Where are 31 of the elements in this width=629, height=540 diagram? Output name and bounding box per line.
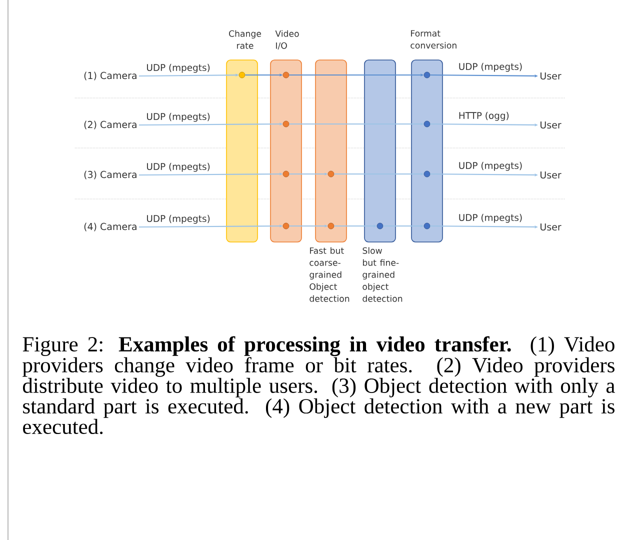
- destination-label: User: [540, 171, 562, 179]
- caption: Figure 2: Examples of processing in video transfer. (1) Video providers change video frame or bit rates. (2) Video providers distribute video to multiple users. (3) Object detection with only a standard part is executed. (4) Object detection with a new part is executed.: [22, 336, 615, 434]
- source-label: (3) Camera: [84, 170, 136, 180]
- node-label: Change rate: [229, 30, 262, 49]
- edge-label: UDP (mpegts): [147, 112, 210, 122]
- arrow: [430, 123, 538, 126]
- destination-label: User: [540, 72, 562, 80]
- edge-label: UDP (mpegts): [459, 162, 522, 171]
- process-column: Slow but fine-grained object detection: [362, 60, 402, 302]
- arrow: [430, 225, 538, 228]
- source-label: (4) Camera: [84, 222, 136, 232]
- process-column: Video I/O: [270, 30, 302, 242]
- source-label: (1) Camera: [84, 72, 136, 80]
- source-label: (2) Camera: [84, 120, 136, 130]
- arrow: [430, 173, 538, 176]
- process-column: Fast but coarse-grained Object detection: [310, 60, 350, 302]
- destination-label: User: [540, 223, 562, 231]
- node-label: Video I/O: [275, 30, 299, 50]
- edge-label: UDP (mpegts): [147, 162, 210, 172]
- arrow: [430, 74, 538, 78]
- edge-label: UDP (mpegts): [147, 64, 210, 73]
- edge-label: HTTP (ogg): [459, 112, 509, 121]
- edge-label: UDP (mpegts): [459, 214, 522, 223]
- process-column: Change rate: [226, 30, 261, 242]
- destination-label: User: [540, 121, 562, 129]
- node-label: Slow but fine-grained object detection: [362, 247, 402, 302]
- edge-label: UDP (mpegts): [147, 214, 210, 224]
- node-label: Format conversion: [410, 30, 456, 49]
- node-label: Fast but coarse-grained Object detection: [310, 247, 350, 302]
- edge-label: UDP (mpegts): [459, 62, 522, 72]
- process-column: Format conversion: [410, 30, 456, 242]
